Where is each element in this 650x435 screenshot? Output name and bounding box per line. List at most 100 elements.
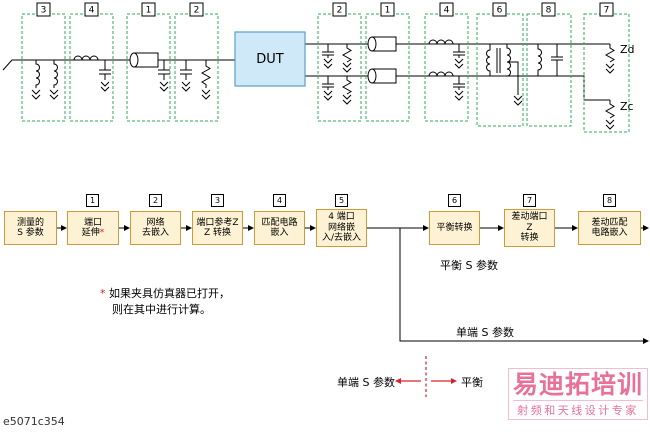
shunt-capacitor-symbol — [322, 44, 334, 58]
legend-single-ended-label: 单端 S 参数 — [337, 376, 395, 389]
block-number: 3 — [41, 6, 47, 16]
block-number: 4 — [444, 6, 450, 16]
block-number: 1 — [146, 6, 152, 16]
step-number-2: 2 — [149, 194, 162, 207]
step-number-5: 5 — [335, 194, 348, 207]
block-number: 2 — [194, 6, 200, 16]
shunt-capacitor-symbol — [99, 60, 111, 80]
fixture-block-right-6: 6 — [476, 2, 524, 127]
transmission-line-end — [367, 68, 377, 84]
ground-icon — [513, 95, 523, 106]
block-number: 8 — [546, 6, 552, 16]
ground-icon — [100, 81, 110, 92]
footnote-marker: * — [100, 287, 106, 300]
watermark: 易迪拓培训 射频和天线设计专家 — [507, 368, 648, 420]
watermark-title: 易迪拓培训 — [512, 370, 643, 399]
legend-balanced-label: 平衡 — [461, 376, 483, 389]
ground-icon — [605, 119, 615, 130]
fixture-block-right-8: 8 — [526, 2, 572, 127]
flow-box-matching-circuit-embedding: 匹配电路 嵌入 — [254, 211, 305, 245]
footnote-line1: 如果夹具仿真器已打开， — [105, 287, 230, 300]
footnote-asterisk: * — [99, 228, 105, 238]
series-inductor-symbol — [428, 39, 454, 45]
step-number-7: 7 — [523, 194, 536, 207]
shunt-capacitor-symbol — [453, 44, 465, 58]
fixture-block-left-1: 1 — [126, 2, 171, 122]
flow-box-port-extension: 端口 延伸* — [67, 211, 119, 245]
block-number: 7 — [604, 6, 610, 16]
flow-box-network-deembedding: 网络 去嵌入 — [130, 211, 181, 245]
ground-icon — [181, 81, 191, 92]
flow-box-label: 端口参考Z Z 转换 — [196, 217, 239, 238]
ground-icon — [49, 89, 59, 100]
ground-icon — [454, 90, 464, 101]
flow-box-label: 测量的 S 参数 — [16, 217, 44, 238]
footnote: * 如果夹具仿真器已打开， 则在其中进行计算。 — [100, 286, 230, 318]
fixture-block-right-4: 4 — [424, 2, 469, 122]
dut-block: DUT — [234, 31, 306, 87]
flow-box-measured-sparams: 测量的 S 参数 — [4, 211, 57, 245]
zc-resistor-symbol — [604, 100, 615, 119]
zd-label: Zd — [620, 43, 635, 56]
transformer-primary-coil — [486, 44, 491, 76]
flow-box-label: 平衡转换 — [436, 222, 473, 233]
fixture-block-right-7: 7 Zd Zc — [583, 2, 635, 133]
series-inductor-symbol — [428, 71, 454, 77]
step-number-1: 1 — [86, 194, 99, 207]
series-inductor-symbol — [73, 55, 99, 61]
flow-box-diff-matching-embedding: 差动匹配 电路嵌入 — [578, 211, 641, 245]
fixture-block-left-4: 4 — [69, 2, 114, 122]
shunt-resistor-symbol — [341, 76, 352, 95]
shunt-resistor-symbol — [341, 44, 352, 63]
transformer-core — [496, 48, 501, 73]
main-wires — [2, 43, 610, 101]
watermark-subtitle: 射频和天线设计专家 — [512, 400, 643, 418]
ground-icon — [605, 63, 615, 74]
single-ended-sparam-label: 单端 S 参数 — [456, 326, 514, 339]
flow-box-label: 差动匹配 电路嵌入 — [591, 217, 628, 238]
ground-icon — [159, 81, 169, 92]
step-number-4: 4 — [273, 194, 286, 207]
flow-box-label: 差动端口 Z 转换 — [511, 212, 548, 244]
block-number: 6 — [497, 6, 503, 16]
fixture-block-right-1: 1 — [365, 2, 410, 122]
shunt-inductor-symbol — [53, 60, 58, 88]
zc-label: Zc — [620, 100, 634, 113]
zd-resistor-symbol — [604, 44, 615, 63]
flow-box-label: 网络 去嵌入 — [141, 217, 169, 238]
transmission-line-end — [129, 52, 139, 68]
block-number: 4 — [89, 6, 95, 16]
transformer-secondary-coil — [506, 44, 511, 77]
fixture-block-left-2: 2 — [174, 2, 219, 122]
step-number-3: 3 — [211, 194, 224, 207]
flow-box-diff-port-z-conversion: 差动端口 Z 转换 — [504, 209, 555, 247]
step-number-8: 8 — [603, 194, 616, 207]
flow-box-label: 端口 延伸 — [81, 217, 102, 238]
fixture-block-left-3: 3 — [21, 2, 66, 122]
shunt-capacitor-symbol — [322, 76, 334, 90]
footnote-line2: 则在其中进行计算。 — [112, 302, 211, 316]
block-number: 2 — [337, 6, 343, 16]
ground-icon — [201, 89, 211, 100]
ground-icon — [323, 58, 333, 69]
shunt-capacitor-symbol — [180, 60, 192, 80]
flow-box-label: 4 端口 网络嵌 入/去嵌入 — [321, 212, 362, 244]
fixture-block-right-2: 2 — [317, 2, 362, 122]
flow-box-balance-conversion: 平衡转换 — [429, 211, 480, 245]
right-arrow-icon — [451, 378, 457, 384]
block-number: 1 — [385, 6, 391, 16]
input-wire — [2, 59, 235, 71]
flow-box-label: 匹配电路 嵌入 — [261, 217, 298, 238]
differential-inductor-symbol — [537, 44, 542, 76]
shunt-resistor-symbol — [200, 60, 212, 88]
transmission-line-end — [367, 36, 377, 52]
shunt-capacitor-symbol — [158, 60, 170, 80]
ground-icon — [342, 62, 352, 73]
single-ended-branch-wire — [399, 228, 643, 342]
flow-box-4port-network-embedding: 4 端口 网络嵌 入/去嵌入 — [316, 209, 367, 247]
shunt-inductor-symbol — [35, 60, 40, 88]
left-arrow-icon — [395, 378, 401, 384]
center-tap-wire — [507, 61, 519, 95]
